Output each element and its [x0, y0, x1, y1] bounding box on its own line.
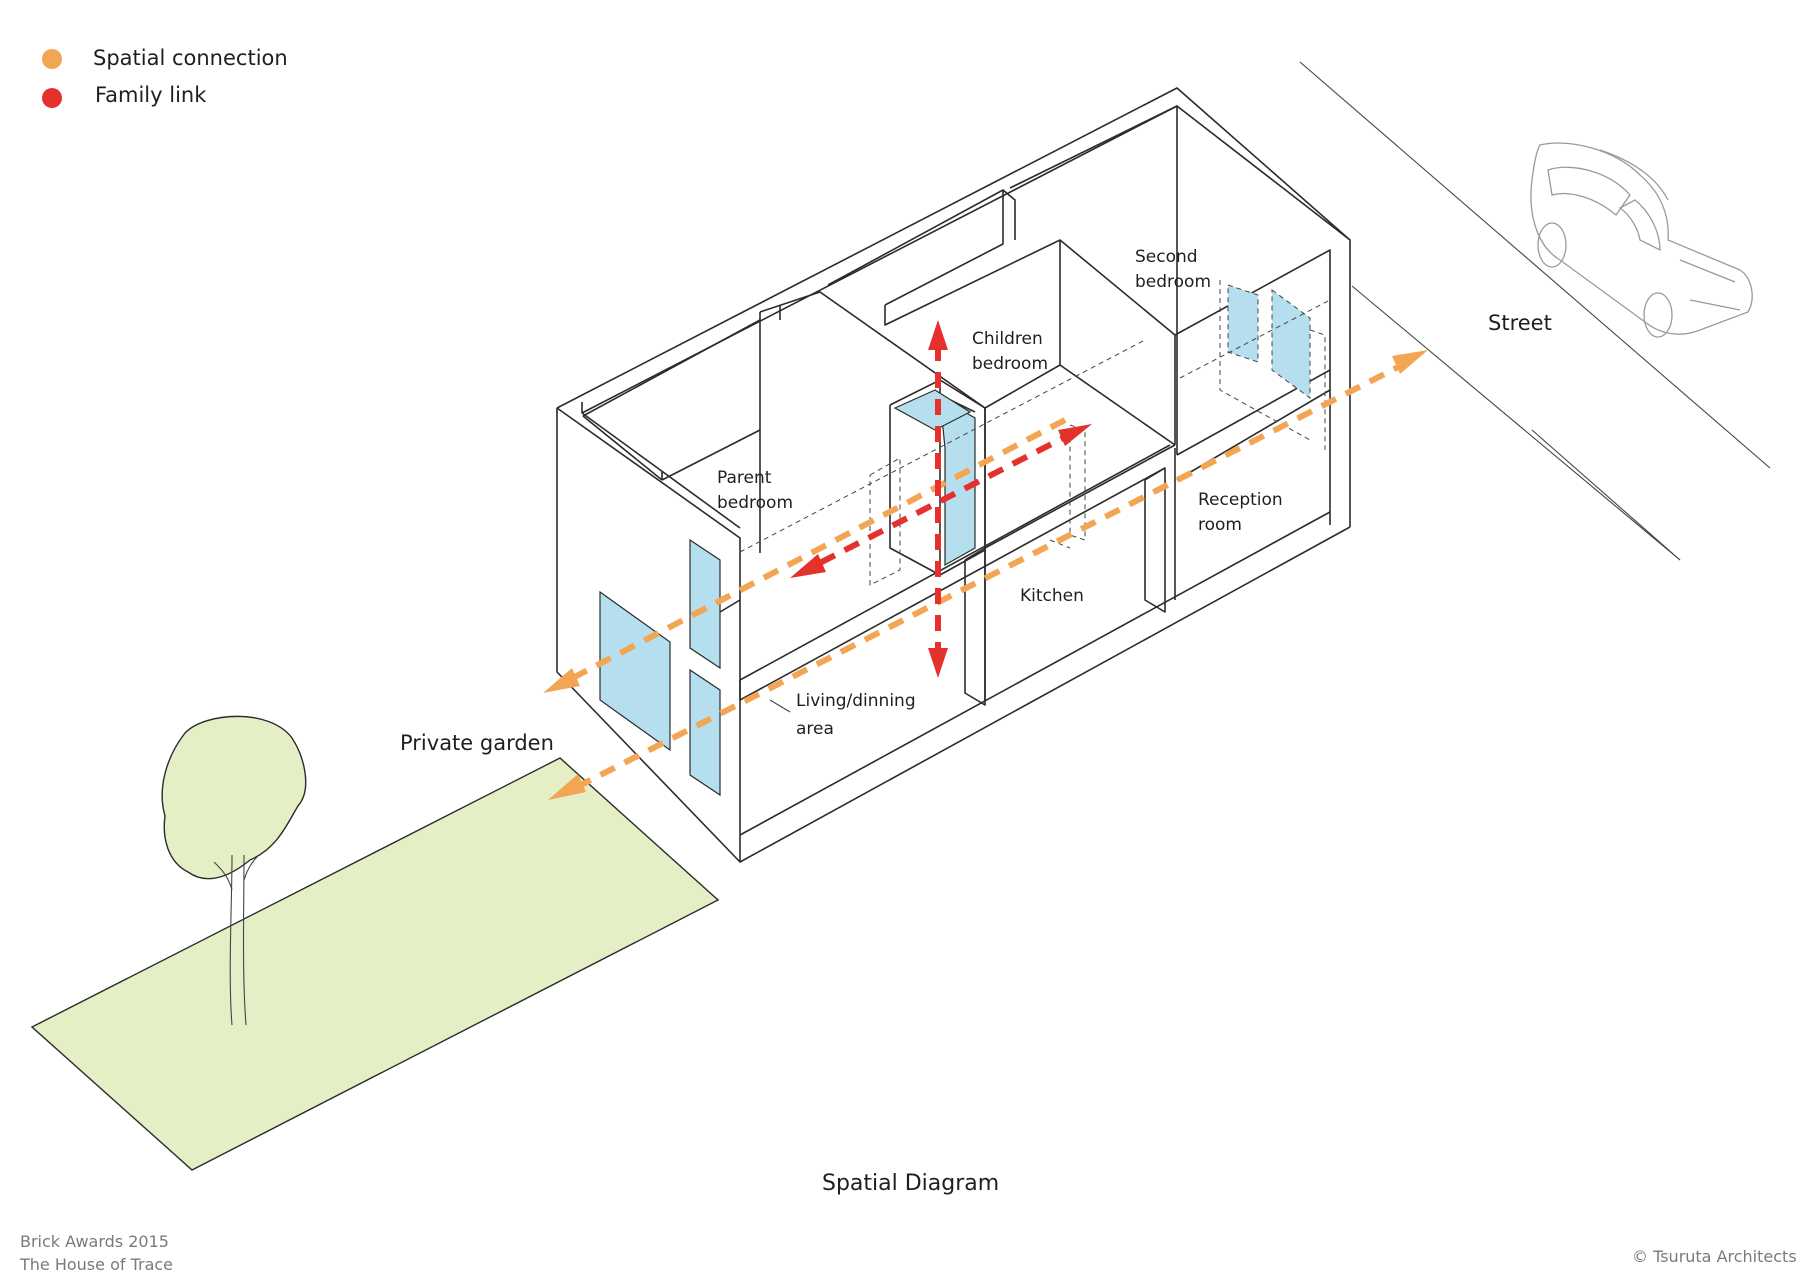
legend-label-spatial-connection: Spatial connection — [93, 46, 288, 70]
label-reception-room: Reception — [1198, 490, 1283, 510]
glass-second-bedroom-b — [1271, 289, 1311, 399]
legend: Spatial connection Family link — [42, 46, 288, 108]
glazing — [599, 284, 1311, 797]
label-parent-bedroom-2: bedroom — [717, 493, 793, 513]
legend-label-family-link: Family link — [95, 83, 207, 107]
glass-second-bedroom-a — [1227, 284, 1259, 363]
credit-project: The House of Trace — [19, 1255, 173, 1273]
street-edge — [1299, 61, 1771, 561]
arrowhead-family-down — [928, 648, 948, 678]
tree-icon — [161, 715, 307, 1026]
window-garden-side — [599, 590, 671, 752]
glass-central-void — [939, 396, 976, 567]
label-children-bedroom: Children — [972, 329, 1043, 349]
arrowhead-upper-left — [543, 668, 580, 693]
spatial-connection-lower — [573, 359, 1410, 791]
label-street: Street — [1488, 311, 1552, 335]
spatial-connection-paths — [543, 350, 1428, 800]
arrowhead-lower-left — [548, 774, 586, 800]
spatial-connection-upper — [563, 417, 1067, 685]
legend-dot-spatial-connection — [42, 49, 62, 69]
label-second-bedroom-2: bedroom — [1135, 272, 1211, 292]
family-link-paths — [790, 320, 1092, 678]
label-reception-room-2: room — [1198, 515, 1242, 535]
private-garden-lawn — [30, 757, 720, 1171]
arrowhead-family-up — [928, 320, 948, 350]
label-parent-bedroom: Parent — [717, 468, 772, 488]
room-labels: Parent bedroom Children bedroom Second b… — [717, 247, 1283, 739]
label-children-bedroom-2: bedroom — [972, 354, 1048, 374]
label-living-dining-2: area — [796, 719, 834, 739]
label-living-dining: Living/dinning — [796, 691, 916, 711]
house-model — [556, 87, 1351, 863]
credit-copyright: © Tsuruta Architects — [1632, 1247, 1797, 1266]
arrowhead-family-left — [790, 554, 826, 578]
window-living-area-upper — [689, 668, 721, 797]
diagram-title: Spatial Diagram — [822, 1171, 999, 1196]
legend-dot-family-link — [42, 88, 62, 108]
credit-award: Brick Awards 2015 — [20, 1232, 169, 1251]
label-kitchen: Kitchen — [1020, 586, 1084, 606]
arrowhead-street — [1392, 350, 1428, 374]
arrowhead-family-right — [1058, 424, 1092, 446]
label-private-garden: Private garden — [400, 731, 554, 755]
family-link-horizontal — [808, 429, 1077, 571]
car-icon — [1530, 142, 1753, 338]
glass-central-top — [893, 389, 972, 431]
label-second-bedroom: Second — [1135, 247, 1198, 267]
window-parent-bedroom — [689, 538, 721, 670]
